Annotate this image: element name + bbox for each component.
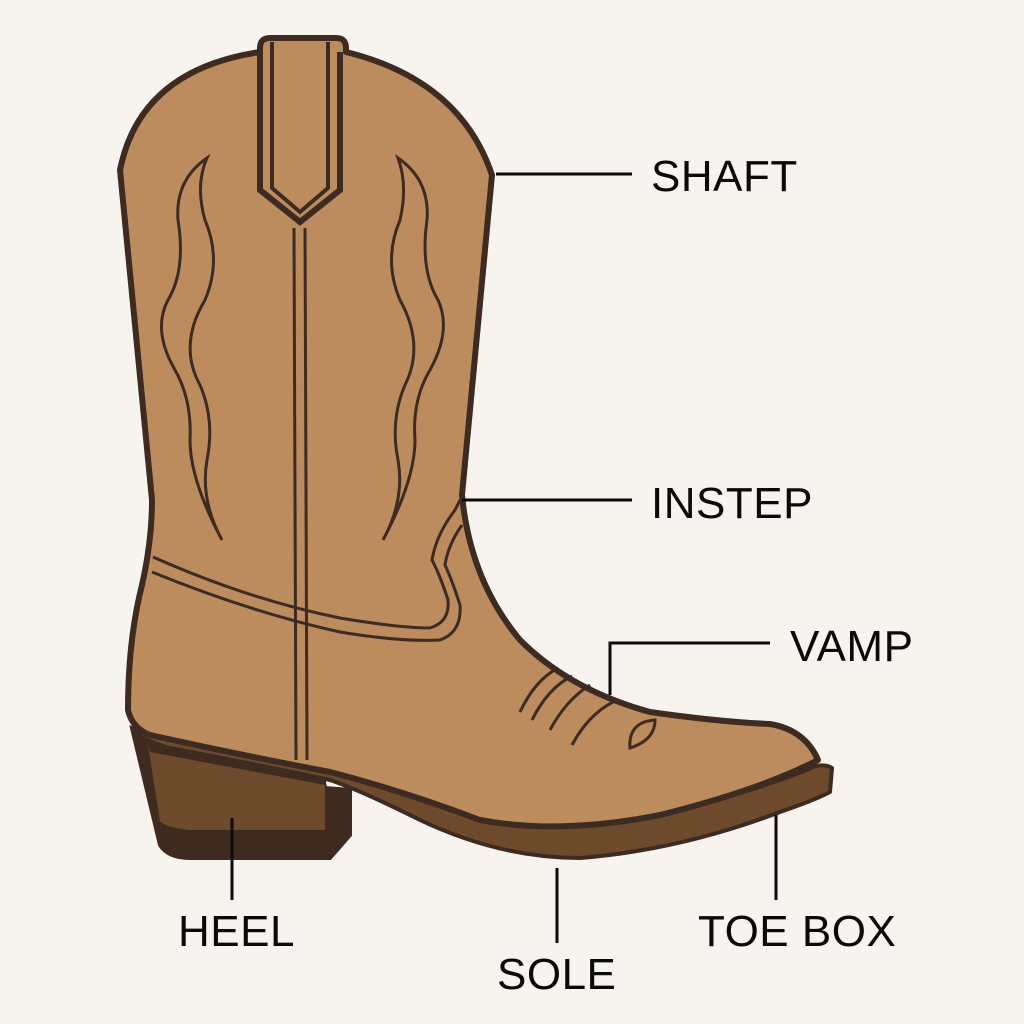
label-instep: INSTEP bbox=[651, 479, 813, 528]
label-vamp: VAMP bbox=[790, 622, 914, 671]
stitch-left bbox=[159, 153, 224, 541]
label-shaft: SHAFT bbox=[651, 152, 798, 201]
label-toe-box: TOE BOX bbox=[698, 907, 897, 956]
leader-lines bbox=[230, 172, 778, 943]
label-heel: HEEL bbox=[178, 907, 295, 956]
leader-vamp bbox=[608, 641, 770, 695]
center-seam bbox=[292, 227, 309, 761]
vamp-stitching bbox=[518, 666, 657, 751]
stitch-right bbox=[381, 154, 445, 541]
pull-tab bbox=[257, 42, 343, 226]
foot-stitching bbox=[151, 499, 464, 642]
label-sole: SOLE bbox=[497, 950, 617, 999]
